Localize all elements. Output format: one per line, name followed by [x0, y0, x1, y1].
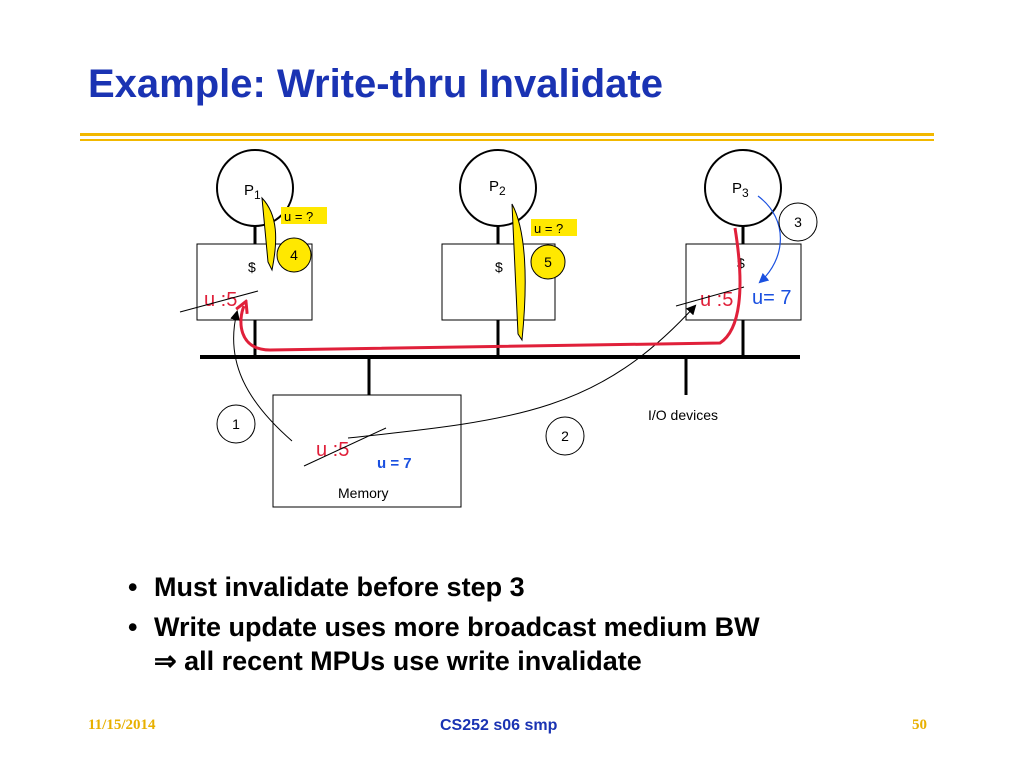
title-rule-bottom	[80, 139, 934, 141]
bullet-dot: •	[128, 572, 138, 602]
step4-label: 4	[290, 247, 298, 263]
cache-3-stale-value: u :5	[700, 289, 733, 311]
cache-3-symbol: $	[737, 255, 745, 271]
cache-1-strike	[179, 290, 259, 313]
cache-3-new-value: u= 7	[752, 287, 791, 309]
step1-marker	[216, 404, 256, 444]
processor-p2	[459, 149, 537, 227]
memory-box	[272, 394, 462, 508]
cache-1-query: u = ?	[284, 209, 313, 224]
footer-date: 11/15/2014	[88, 717, 156, 733]
memory-stale-value: u :5	[316, 439, 349, 461]
processor-p2-label: P2	[489, 178, 506, 198]
cache-1-query-box	[281, 207, 327, 224]
processor-p1-label: P1	[244, 182, 261, 202]
cache-2-symbol: $	[495, 259, 503, 275]
footer-page-number: 50	[912, 717, 927, 733]
bullet-list: • Must invalidate before step 3 • Write …	[128, 570, 988, 684]
io-devices-label: I/O devices	[648, 407, 718, 423]
step3-marker	[778, 202, 818, 242]
processor-p3-label: P3	[732, 180, 749, 200]
step5-label: 5	[544, 254, 552, 270]
title-rule-top	[80, 133, 934, 136]
cache-3-strike	[675, 286, 745, 307]
cache-2-query-box	[531, 219, 577, 236]
step3-write-arrow	[757, 195, 781, 284]
bullet-item: • Write update uses more broadcast mediu…	[128, 610, 988, 678]
step4-read-arrow	[261, 196, 277, 272]
step5-read-arrow	[511, 203, 526, 342]
memory-strike	[303, 427, 387, 467]
step4-marker	[276, 237, 312, 273]
write-through-invalidate-path	[241, 227, 742, 352]
coherence-diagram: P1 $ u :5 P2 $ P3 $ u :5 u= 7 u :5 u = 7…	[179, 149, 818, 508]
cache-2-query: u = ?	[534, 221, 563, 236]
processor-p1	[216, 149, 294, 227]
bullet-dot: •	[128, 612, 138, 642]
memory-label: Memory	[338, 485, 389, 501]
step2-marker	[545, 416, 585, 456]
step3-label: 3	[794, 214, 802, 230]
step1-read-arrow	[230, 310, 293, 442]
cache-1-stale-value: u :5	[204, 289, 237, 311]
step2-label: 2	[561, 428, 569, 444]
bullet-text-continuation: ⇒ all recent MPUs use write invalidate	[154, 646, 642, 676]
slide-title: Example: Write-thru Invalidate	[88, 62, 663, 106]
bullet-text: Must invalidate before step 3	[154, 572, 525, 602]
bullet-item: • Must invalidate before step 3	[128, 570, 988, 604]
bullet-text: Write update uses more broadcast medium …	[154, 612, 760, 642]
cache-3	[685, 243, 802, 321]
cache-1-symbol: $	[248, 259, 256, 275]
step5-marker	[530, 244, 566, 280]
footer-course: CS252 s06 smp	[440, 717, 558, 734]
step1-label: 1	[232, 416, 240, 432]
processor-p3	[704, 149, 782, 227]
memory-new-value: u = 7	[377, 455, 412, 472]
